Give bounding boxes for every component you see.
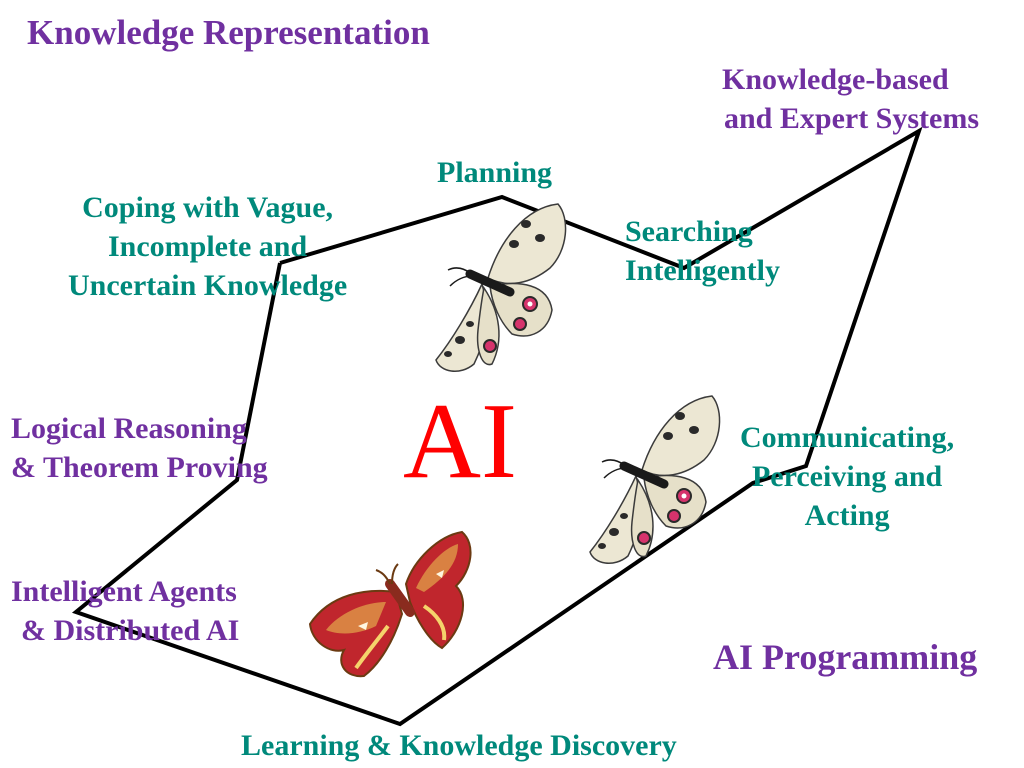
label-learning: Learning & Knowledge Discovery <box>241 729 677 762</box>
label-line: Logical Reasoning <box>11 412 247 445</box>
label-line: & Distributed AI <box>21 614 240 647</box>
label-line: and Expert Systems <box>724 102 980 135</box>
label-ai-programming: AI Programming <box>713 637 978 677</box>
label-line: Intelligent Agents <box>11 575 237 608</box>
topics-outline <box>71 126 923 727</box>
label-planning: Planning <box>437 156 553 189</box>
label-line: Acting <box>804 499 890 532</box>
label-searching: Searching Intelligently <box>625 212 780 290</box>
apollo-butterfly-upper-icon <box>436 204 566 371</box>
label-line: Incomplete and <box>107 230 308 263</box>
page-title: Knowledge Representation <box>27 13 430 52</box>
ai-center-label: AI <box>403 382 517 501</box>
label-line: Communicating, <box>740 421 955 454</box>
label-vague-knowledge: Coping with Vague, Incomplete and Uncert… <box>68 188 347 305</box>
label-intelligent-agents: Intelligent Agents & Distributed AI <box>11 572 239 650</box>
label-knowledge-based-systems: Knowledge-based and Expert Systems <box>722 60 979 138</box>
apollo-butterfly-right-icon <box>590 396 720 563</box>
label-line: Coping with Vague, <box>82 191 334 224</box>
label-line: Intelligently <box>625 254 780 287</box>
label-line: Searching <box>625 215 753 248</box>
label-line: Uncertain Knowledge <box>68 269 348 302</box>
label-communicating: Communicating, Perceiving and Acting <box>740 418 954 535</box>
atlas-moth-icon <box>310 532 471 676</box>
label-logical-reasoning: Logical Reasoning & Theorem Proving <box>11 409 268 487</box>
label-line: Perceiving and <box>751 460 943 493</box>
label-line: Knowledge-based <box>722 63 949 96</box>
label-line: & Theorem Proving <box>11 451 268 484</box>
